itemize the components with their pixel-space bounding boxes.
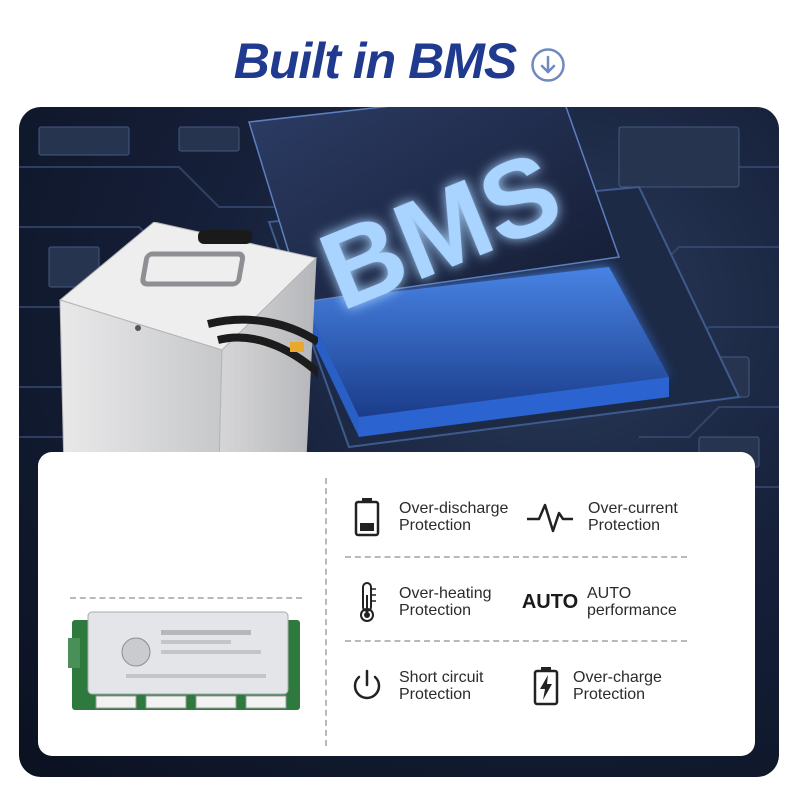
feature-line2: Protection: [399, 517, 472, 534]
feature-line1: Over-charge: [573, 669, 662, 686]
feature-line2: performance: [587, 602, 677, 619]
feature-over-current: Over-current Protection: [524, 495, 678, 539]
feature-line2: Protection: [573, 686, 646, 703]
pulse-wave-icon: [524, 495, 576, 539]
feature-line1: Short circuit: [399, 669, 484, 686]
feature-short-circuit: Short circuit Protection: [347, 664, 483, 708]
feature-line1: AUTO: [587, 585, 632, 602]
divider-row1: [345, 556, 687, 558]
feature-line1: Over-heating: [399, 585, 492, 602]
thermometer-icon: [347, 580, 387, 624]
bms-board-image: [68, 611, 300, 710]
headline: Built in BMS: [0, 26, 800, 96]
feature-over-charge: Over-charge Protection: [531, 664, 662, 708]
battery-charge-icon: [531, 664, 561, 708]
feature-line1: Over-current: [588, 500, 678, 517]
auto-text-icon: AUTO: [521, 580, 579, 624]
power-icon: [347, 664, 387, 708]
feature-line2: Protection: [588, 517, 661, 534]
circle-arrow-down-icon: [531, 48, 565, 82]
feature-auto-performance: AUTO AUTO performance: [521, 580, 677, 624]
auto-icon-text: AUTO: [521, 590, 579, 613]
feature-line2: Protection: [399, 602, 472, 619]
divider-row2: [345, 640, 687, 642]
vertical-divider: [325, 478, 327, 746]
feature-over-discharge: Over-discharge Protection: [347, 495, 508, 539]
page-title: Built in BMS: [233, 33, 517, 89]
divider-left: [70, 597, 302, 599]
circuit-board-background: BMS: [19, 107, 779, 494]
feature-line2: Protection: [399, 686, 472, 703]
battery-low-icon: [347, 495, 387, 539]
feature-over-heating: Over-heating Protection: [347, 580, 492, 624]
feature-line1: Over-discharge: [399, 500, 509, 517]
